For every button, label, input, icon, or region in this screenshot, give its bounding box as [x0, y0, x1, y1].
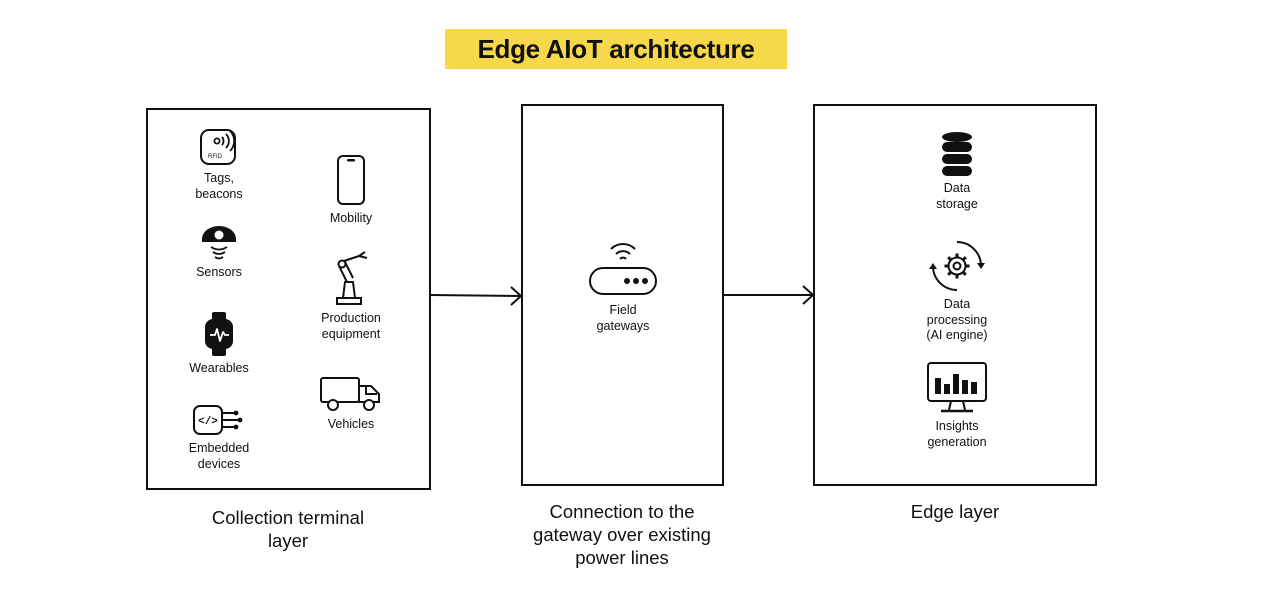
data-processing-item: Data processing (AI engine)	[901, 238, 1013, 344]
mobility-item: Mobility	[310, 154, 392, 227]
sensor-icon	[202, 226, 236, 260]
wearables-item: Wearables	[178, 310, 260, 377]
sensors-item: Sensors	[178, 222, 260, 281]
production-equipment-item: Production equipment	[304, 250, 398, 342]
collection-terminal-layer-panel: RFID Tags, beacons Sensors Wearables </>	[146, 108, 431, 490]
vehicles-item: Vehicles	[304, 374, 398, 433]
vehicles-label: Vehicles	[327, 417, 375, 431]
insights-generation-label: Insights generation	[927, 419, 987, 449]
production-equipment-label: Production equipment	[321, 311, 381, 341]
wearables-label: Wearables	[189, 361, 249, 375]
monitor-chart-icon	[927, 362, 987, 413]
field-gateways-item: Field gateways	[573, 242, 673, 334]
edge-layer-caption: Edge layer	[910, 501, 1000, 522]
edge-layer-panel: Data storage	[813, 104, 1097, 486]
robot-arm-icon	[336, 251, 368, 305]
diagram-title: Edge AIoT architecture	[445, 29, 787, 69]
wifi-router-icon	[589, 243, 657, 295]
tags-beacons-label: Tags, beacons	[195, 171, 243, 201]
field-gateways-label: Field gateways	[596, 303, 650, 333]
rfid-badge-text: RFID	[208, 154, 223, 160]
database-icon	[942, 132, 972, 176]
smartwatch-icon	[205, 312, 233, 356]
gear-cycle-icon	[929, 241, 985, 291]
arrow-gateway-to-edge	[724, 285, 815, 305]
embedded-devices-label: Embedded devices	[188, 441, 250, 471]
mobility-label: Mobility	[329, 211, 373, 225]
data-processing-label: Data processing (AI engine)	[926, 297, 988, 342]
sensors-label: Sensors	[196, 265, 242, 279]
arrow-collection-to-gateway	[430, 286, 523, 306]
gateway-layer-caption: Connection to the gateway over existing …	[533, 501, 711, 568]
svg-text:</>: </>	[198, 416, 218, 428]
data-storage-item: Data storage	[907, 130, 1007, 212]
data-storage-label: Data storage	[936, 181, 978, 211]
tags-beacons-item: RFID Tags, beacons	[178, 124, 260, 202]
smartphone-icon	[337, 155, 365, 205]
embedded-chip-icon: </>	[193, 405, 243, 435]
truck-icon	[320, 377, 380, 411]
insights-generation-item: Insights generation	[907, 360, 1007, 450]
embedded-devices-item: </> Embedded devices	[178, 402, 260, 472]
rfid-tag-icon: RFID	[200, 129, 236, 165]
collection-layer-caption: Collection terminal layer	[211, 507, 365, 551]
gateway-layer-panel: Field gateways	[521, 104, 724, 486]
